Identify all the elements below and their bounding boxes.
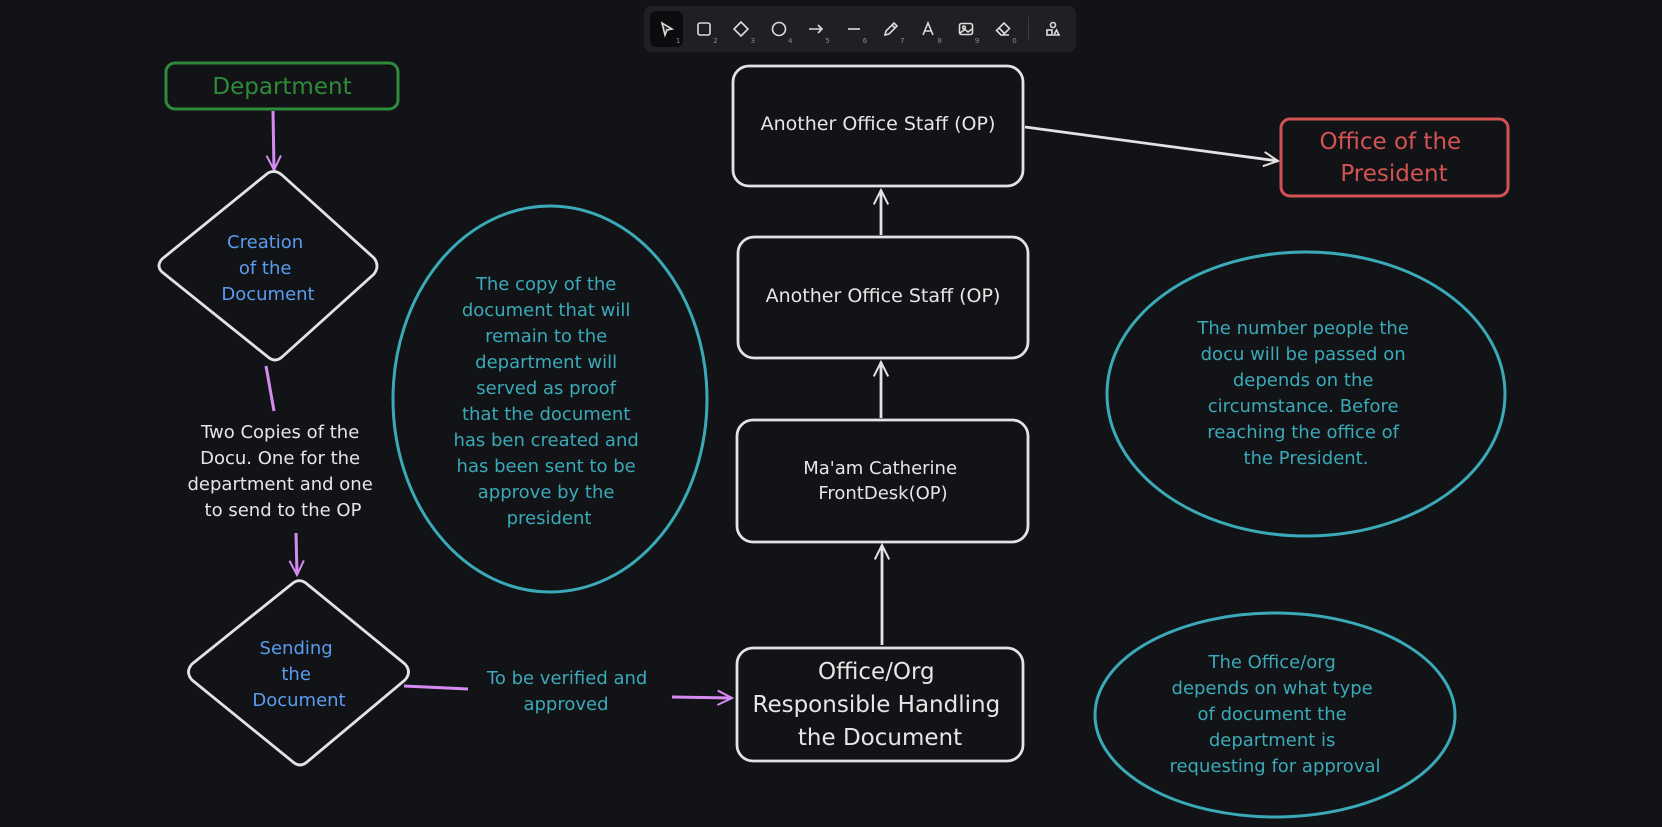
arrow-verify-to-office [671, 697, 732, 698]
creation-label: Creation of the Document [221, 232, 314, 305]
diamond-tool[interactable]: 3 [725, 11, 758, 47]
office-staff-2-label: Another Office Staff (OP) [766, 285, 1001, 307]
catherine-label: Ma'am Catherine FrontDesk(OP) [803, 458, 963, 504]
diamond-icon [733, 20, 750, 38]
eraser-icon [995, 21, 1011, 36]
image-icon [958, 22, 973, 36]
arrow-tool[interactable]: 5 [800, 11, 833, 47]
creation-diamond[interactable] [157, 170, 379, 362]
pencil-icon [883, 21, 899, 37]
verify-text: To be verified and approved [486, 668, 653, 715]
president-box[interactable] [1279, 117, 1510, 198]
text-tool[interactable]: 8 [912, 11, 945, 47]
catherine-box[interactable] [735, 418, 1030, 544]
note-number-text: The number people the docu will be passe… [1196, 318, 1414, 469]
department-box[interactable] [164, 61, 400, 111]
pointer-icon [660, 21, 674, 38]
arrow-staff1-to-president [1024, 125, 1278, 161]
note-copy-ellipse[interactable] [391, 204, 709, 594]
line-icon [847, 28, 860, 30]
ellipse-tool[interactable]: 4 [762, 11, 795, 47]
text-icon [922, 20, 935, 36]
note-office-text: The Office/org depends on what type of d… [1169, 652, 1380, 777]
note-number-ellipse[interactable] [1105, 250, 1507, 538]
office-staff-1-box[interactable] [731, 64, 1025, 188]
sending-diamond[interactable] [187, 579, 410, 767]
president-label: Office of the President [1320, 129, 1469, 187]
arrow-copies-to-sending [296, 532, 297, 575]
arrow-department-to-creation [273, 110, 274, 170]
line-sending-to-verify [403, 684, 469, 691]
arrow-icon [809, 24, 824, 34]
toolbar-divider [1027, 17, 1029, 41]
office-staff-2-box[interactable] [736, 235, 1030, 360]
line-tool[interactable]: 6 [837, 11, 870, 47]
office-org-box[interactable] [735, 646, 1025, 763]
eraser-tool[interactable]: 0 [986, 11, 1019, 47]
pointer-tool[interactable]: 1 [650, 11, 684, 47]
more-shapes-tool[interactable] [1037, 11, 1070, 47]
two-copies-text: Two Copies of the Docu. One for the depa… [187, 422, 378, 521]
note-office-ellipse[interactable] [1093, 611, 1457, 819]
drawing-toolbar: 1 2 3 4 5 6 7 8 9 0 [644, 6, 1076, 52]
sending-label: Sending the Document [252, 638, 345, 711]
image-tool[interactable]: 9 [949, 11, 982, 47]
ellipse-icon [771, 21, 787, 37]
department-label: Department [212, 74, 351, 100]
shapes-icon [1046, 21, 1061, 36]
office-staff-1-label: Another Office Staff (OP) [761, 113, 996, 135]
rectangle-tool[interactable]: 2 [687, 11, 720, 47]
line-creation-to-copies [264, 365, 276, 412]
rectangle-icon [697, 22, 711, 36]
pencil-tool[interactable]: 7 [874, 11, 907, 47]
note-copy-text: The copy of the document that will remai… [453, 274, 644, 529]
office-org-label: Office/Org Responsible Handling the Docu… [753, 659, 1008, 751]
